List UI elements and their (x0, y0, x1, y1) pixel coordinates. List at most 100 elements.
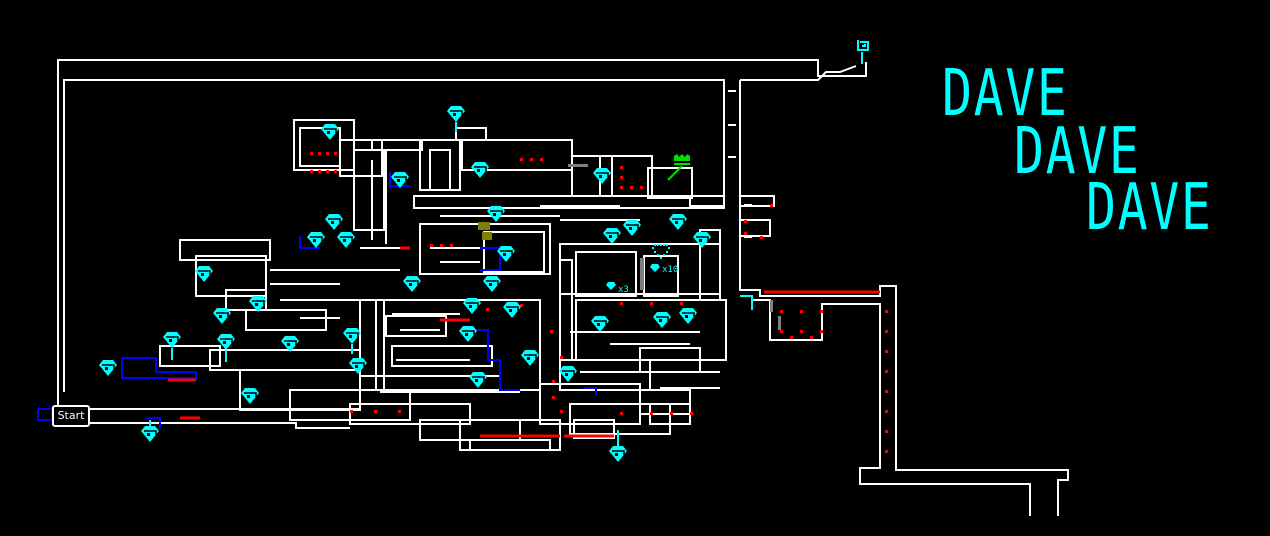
room-wall (179, 239, 271, 261)
room-wall (483, 231, 545, 273)
diamond-gem-icon (213, 308, 231, 324)
diamond-gem-icon (593, 168, 611, 184)
hazard-dot (450, 244, 453, 247)
gem-counter: x3 (606, 282, 629, 295)
gem-facet-dot (615, 453, 618, 456)
hazard-dot (885, 330, 888, 333)
crown-shape (674, 154, 690, 161)
hazard-dot (620, 412, 623, 415)
gem-facet (490, 210, 503, 215)
gem-facet-dot (105, 367, 108, 370)
hazard-dot (744, 232, 747, 235)
hazard-dot (620, 186, 623, 189)
gem-facet (328, 218, 341, 223)
start-corridor-top (85, 404, 361, 410)
room-wall (639, 389, 691, 415)
swirl-exit-icon (857, 40, 869, 51)
ladder-rung (728, 156, 736, 158)
start-corridor-bottom (86, 422, 350, 429)
ladder-rung (728, 90, 736, 92)
gem-facet (562, 370, 575, 375)
room-wall (573, 419, 615, 439)
room-wall (575, 251, 637, 297)
water-channel (468, 329, 520, 391)
hazard-dot (530, 158, 533, 161)
diamond-gem-icon (487, 206, 505, 222)
room-wall (569, 403, 671, 435)
gem-facet-dot (313, 239, 316, 242)
gem-facet (216, 312, 229, 317)
counter-gem-icon (650, 264, 660, 272)
hazard-dot (440, 244, 443, 247)
gem-facet-dot (599, 175, 602, 178)
hazard-dot (800, 330, 803, 333)
hazard-dot (820, 310, 823, 313)
hazard-dot (885, 350, 888, 353)
gem-outline-icon (652, 244, 670, 259)
gem-facet (198, 270, 211, 275)
diamond-gem-icon (503, 302, 521, 318)
gem-facet (450, 110, 463, 115)
gem-facet-dot (675, 221, 678, 224)
diamond-gem-icon (141, 426, 159, 442)
diamond-gem-icon (463, 298, 481, 314)
diamond-gem-icon (603, 228, 621, 244)
gem-facet (596, 172, 609, 177)
room-wall (339, 139, 383, 177)
hazard-dot (780, 310, 783, 313)
room-wall (371, 139, 423, 151)
hazard-dot (800, 310, 803, 313)
hazard-dot (810, 336, 813, 339)
hazard-dot (520, 158, 523, 161)
gem-facet (656, 316, 669, 321)
gem-facet-dot (469, 305, 472, 308)
gem-facet (672, 218, 685, 223)
diamond-gem-icon (195, 266, 213, 282)
gem-facet-dot (629, 227, 632, 230)
gem-outline-dot (666, 244, 668, 246)
gem-facet (352, 362, 365, 367)
map-gems (99, 106, 711, 462)
gem-facet (506, 306, 519, 311)
grey-block (770, 300, 773, 312)
gem-facet (612, 450, 625, 455)
water-channel (584, 387, 597, 396)
gem-facet (500, 250, 513, 255)
room-wall (643, 255, 679, 297)
diamond-gem-icon (349, 358, 367, 374)
room-wall (559, 259, 573, 361)
hazard-dot (310, 152, 313, 155)
water-channel (389, 172, 410, 187)
diamond-gem-icon (325, 214, 343, 230)
gem-facet (340, 236, 353, 241)
gem-facet (144, 430, 157, 435)
diamond-gem-icon (403, 276, 421, 292)
gem-facet-dot (201, 273, 204, 276)
gem-facet (606, 232, 619, 237)
right-passage-inner (752, 299, 1031, 516)
plant-block (482, 232, 492, 240)
room-wall (391, 345, 493, 367)
gem-facet (102, 364, 115, 369)
start-marker[interactable]: Start (52, 405, 90, 427)
diamond-gem-icon (99, 360, 117, 376)
hazard-dot (620, 302, 623, 305)
grey-block (568, 164, 588, 167)
water-channel (480, 247, 501, 271)
gem-outline-dot (663, 254, 665, 256)
hazard-dot (885, 410, 888, 413)
gem-outline-dot (657, 244, 659, 246)
hazard-dot (334, 170, 337, 173)
room-wall (429, 149, 451, 191)
diamond-gem-icon (307, 232, 325, 248)
cyan-door (740, 295, 753, 310)
hazard-dot (552, 380, 555, 383)
gem-facet (524, 354, 537, 359)
gem-facet-dot (247, 395, 250, 398)
hazard-dot (326, 152, 329, 155)
gem-facet-dot (349, 335, 352, 338)
gem-facet-dot (453, 113, 456, 116)
title-line-1: DAVE (942, 57, 1069, 131)
